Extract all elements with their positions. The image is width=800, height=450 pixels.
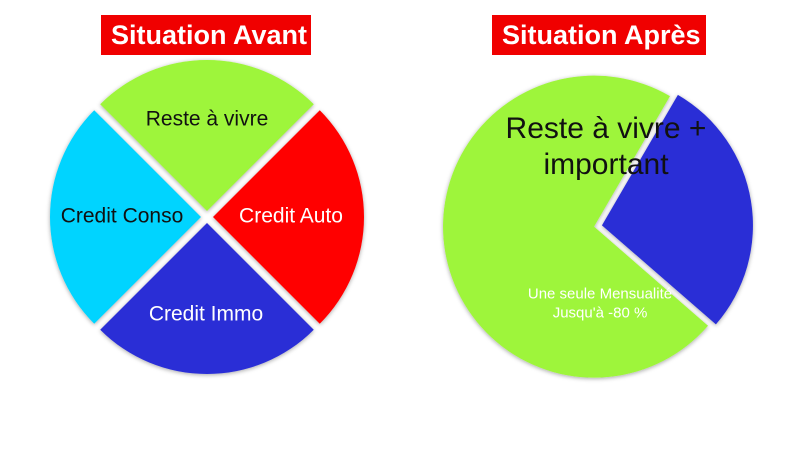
pie-label-credit-auto: Credit Auto bbox=[239, 205, 343, 228]
pie-slice-reste-a-vivre bbox=[100, 60, 314, 212]
pie-slice-credit-immo bbox=[100, 223, 314, 374]
pie-slice-une-seule-mensualite-jusqu-a-80 bbox=[601, 94, 753, 325]
chart-title-apres: Situation Après bbox=[492, 15, 706, 55]
chart-title-avant: Situation Avant bbox=[101, 15, 311, 55]
pie-label-reste-a-vivre: Reste à vivre bbox=[146, 108, 269, 131]
pie-label-reste-a-vivre-important: Reste à vivre +important bbox=[506, 112, 707, 181]
pie-label-credit-conso: Credit Conso bbox=[61, 205, 184, 228]
pie-slice-reste-a-vivre-important bbox=[443, 75, 709, 378]
pie-slice-credit-auto bbox=[213, 110, 364, 324]
pie-label-credit-immo: Credit Immo bbox=[149, 303, 263, 326]
pie-slice-credit-conso bbox=[50, 110, 201, 324]
